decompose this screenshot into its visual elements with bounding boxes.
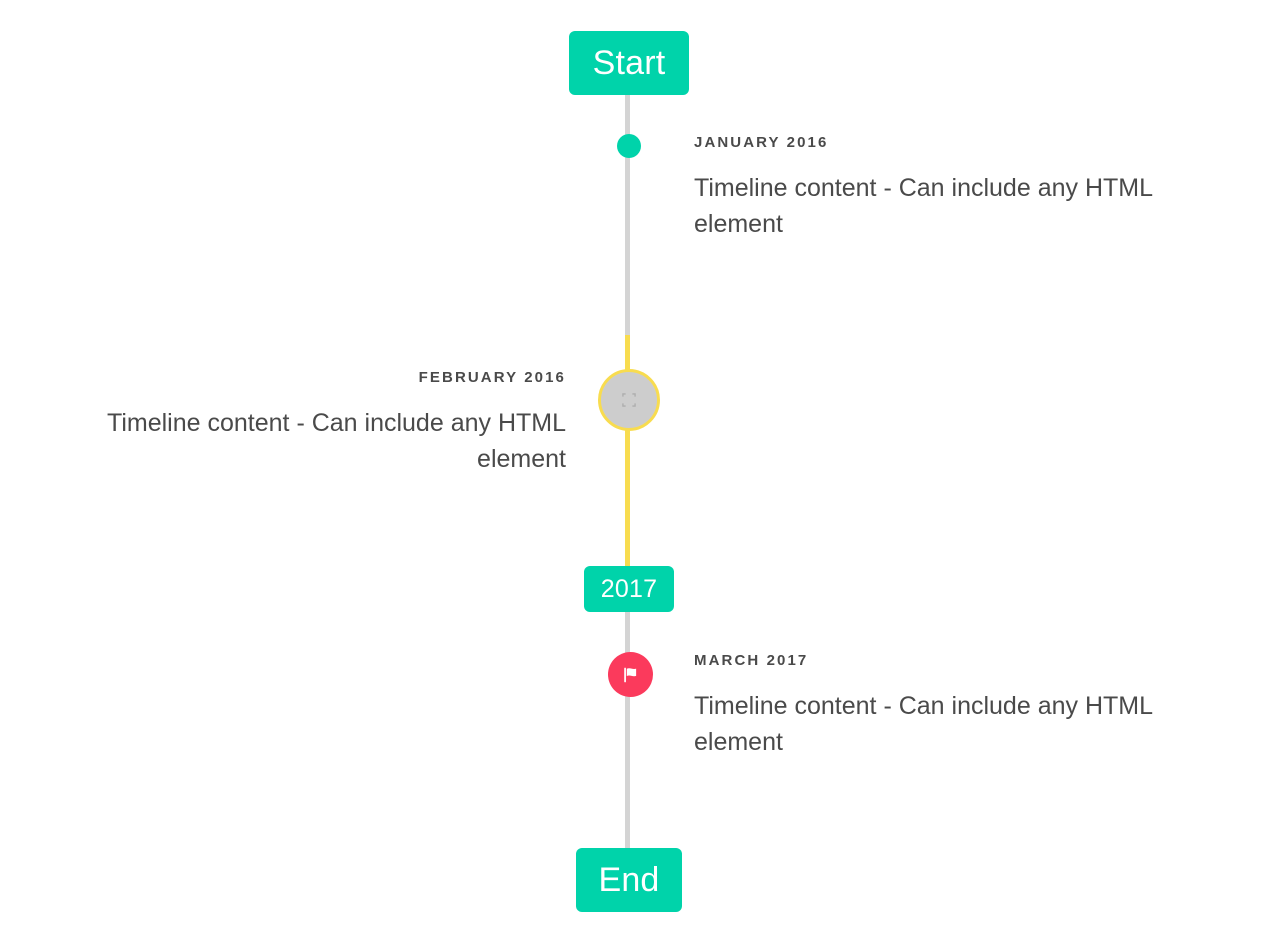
timeline-end-badge[interactable]: End — [576, 848, 682, 912]
timeline-entry-body: Timeline content - Can include any HTML … — [107, 409, 566, 473]
broken-image-icon — [622, 393, 636, 407]
flag-icon — [623, 667, 636, 682]
timeline-spine-gray-upper — [625, 95, 630, 335]
timeline-marker-dot-january[interactable] — [617, 134, 641, 158]
timeline-start-badge[interactable]: Start — [569, 31, 689, 95]
timeline-marker-flag-march[interactable] — [608, 652, 653, 697]
timeline-entry-date: JANUARY 2016 — [694, 134, 829, 151]
timeline-marker-image-placeholder-february[interactable] — [598, 369, 660, 431]
timeline-entry-january: JANUARY 2016 Timeline content - Can incl… — [694, 134, 1222, 242]
timeline-entry-body: Timeline content - Can include any HTML … — [694, 174, 1153, 238]
timeline-spine-gray-lower — [625, 612, 630, 852]
timeline-year-badge-2017[interactable]: 2017 — [584, 566, 674, 612]
timeline-entry-body: Timeline content - Can include any HTML … — [694, 692, 1153, 756]
timeline-entry-date: FEBRUARY 2016 — [418, 369, 566, 386]
timeline-entry-february: FEBRUARY 2016 Timeline content - Can inc… — [40, 369, 566, 477]
timeline-entry-march: MARCH 2017 Timeline content - Can includ… — [694, 652, 1222, 760]
timeline-spine-yellow — [625, 335, 630, 566]
timeline-entry-date: MARCH 2017 — [694, 652, 809, 669]
